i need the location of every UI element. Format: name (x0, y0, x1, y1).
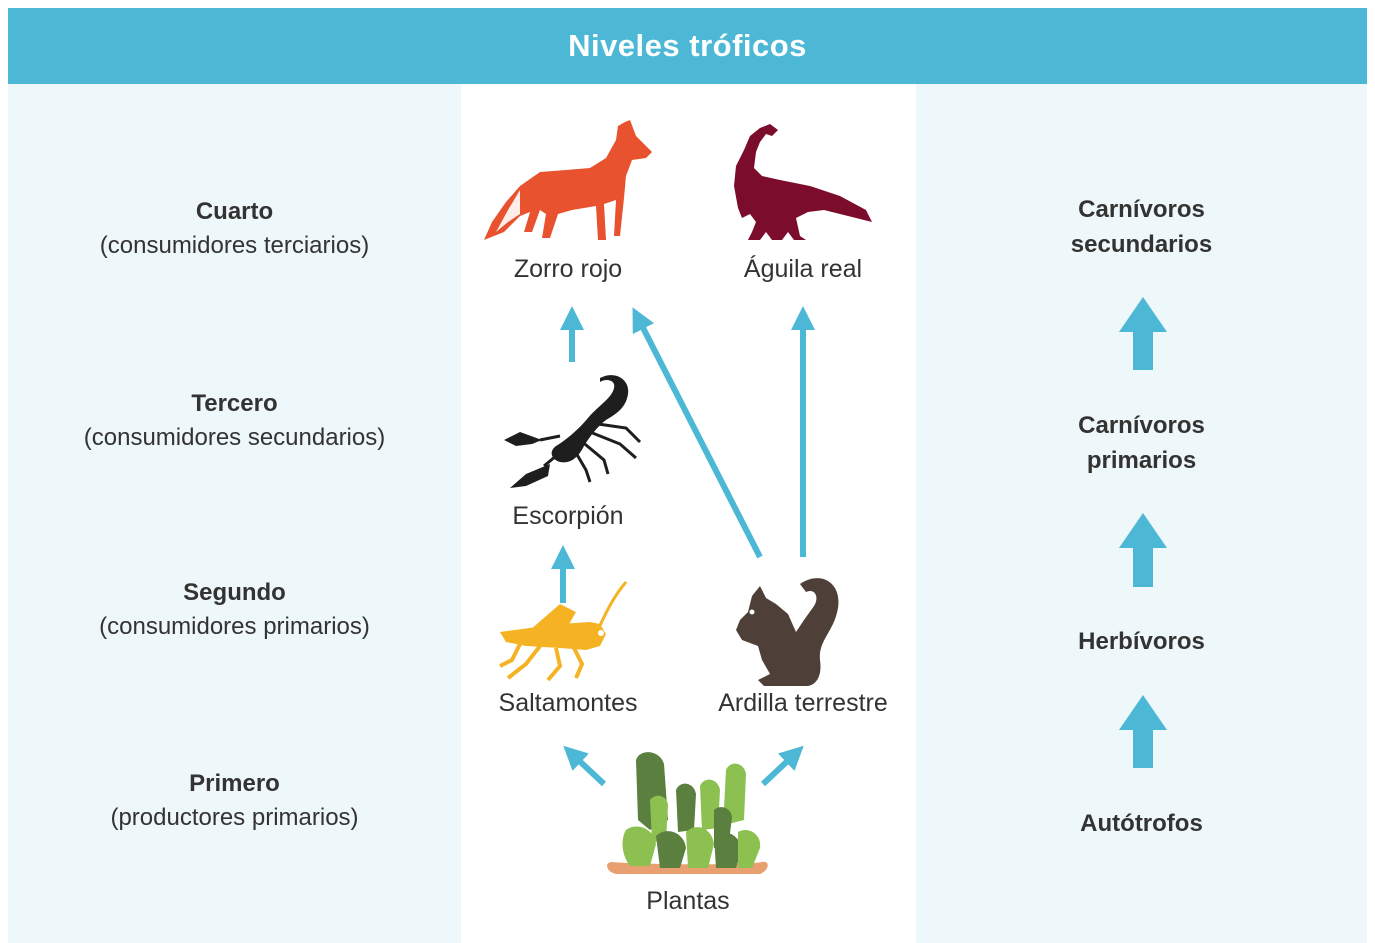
level-third: Tercero (consumidores secundarios) (8, 387, 461, 455)
level-second: Segundo (consumidores primarios) (8, 576, 461, 644)
arrow-plants-to-grasshopper (563, 745, 607, 787)
level-name: Primero (189, 770, 280, 797)
role-line: Herbívoros (1078, 628, 1205, 655)
level-name: Segundo (183, 579, 286, 606)
title-banner: Niveles tróficos (8, 8, 1367, 84)
label-squirrel: Ardilla terrestre (718, 689, 888, 717)
roles-panel (916, 84, 1367, 943)
level-desc: (consumidores secundarios) (83, 424, 386, 451)
level-desc: (consumidores terciarios) (99, 232, 370, 259)
role-autotrophs: Autótrofos (916, 806, 1367, 841)
arrow-squirrel-to-fox (632, 307, 763, 559)
role-line: primarios (1086, 447, 1197, 474)
role-herbivores: Herbívoros (916, 624, 1367, 659)
eagle-icon (734, 124, 872, 240)
role-line: Carnívoros (1078, 412, 1205, 439)
label-fox: Zorro rojo (513, 255, 623, 283)
role-line: Autótrofos (1080, 810, 1203, 837)
level-name: Cuarto (195, 198, 274, 225)
role-primary-carnivores: Carnívoros primarios (916, 408, 1367, 478)
diagram-title: Niveles tróficos (568, 28, 807, 63)
level-desc: (productores primarios) (110, 804, 359, 831)
arrow-up-icon (1119, 297, 1167, 370)
arrow-plants-to-squirrel (760, 745, 804, 787)
label-plants: Plantas (646, 887, 730, 915)
scorpion-icon (504, 375, 642, 488)
role-line: secundarios (1070, 231, 1213, 258)
level-name: Tercero (191, 390, 278, 417)
label-eagle: Águila real (743, 255, 863, 283)
level-desc: (consumidores primarios) (99, 613, 370, 640)
label-scorpion: Escorpión (512, 502, 624, 530)
grasshopper-icon (499, 581, 628, 682)
plants-icon (607, 752, 768, 874)
role-secondary-carnivores: Carnívoros secundarios (916, 192, 1367, 262)
arrow-up-icon (1119, 513, 1167, 587)
arrow-up-icon (1119, 695, 1167, 768)
level-first: Primero (productores primarios) (8, 767, 461, 835)
role-line: Carnívoros (1078, 196, 1205, 223)
label-grasshopper: Saltamontes (498, 689, 638, 717)
level-fourth: Cuarto (consumidores terciarios) (8, 195, 461, 263)
levels-panel (8, 84, 461, 943)
fox-icon (484, 120, 652, 240)
squirrel-icon (736, 578, 839, 686)
